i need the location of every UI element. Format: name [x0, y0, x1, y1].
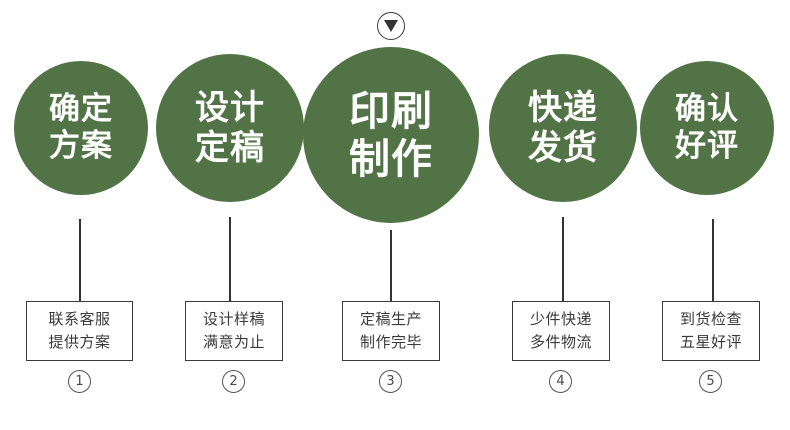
- step-number-5: 5: [699, 370, 722, 393]
- step-circle-3-line1: 印刷: [349, 86, 433, 135]
- connector-line-2: [229, 217, 231, 301]
- step-box-4-line2: 多件物流: [529, 333, 592, 351]
- step-circle-5-line1: 确认: [675, 91, 739, 128]
- step-number-2-label: 2: [229, 374, 238, 389]
- step-box-3: 定稿生产 制作完毕: [342, 301, 440, 361]
- step-box-5-line1: 到货检查: [679, 309, 742, 328]
- step-circle-5: 确认 好评: [640, 61, 774, 195]
- step-number-3: 3: [379, 370, 402, 393]
- step-circle-2: 设计 定稿: [156, 54, 304, 202]
- connector-line-3: [390, 230, 392, 301]
- step-circle-4-line1: 快递: [528, 87, 598, 128]
- step-circle-1-line2: 方案: [49, 128, 113, 164]
- step-number-1: 1: [68, 370, 91, 393]
- step-circle-1-line1: 确定: [49, 91, 113, 128]
- step-circle-3-line2: 制作: [349, 135, 433, 183]
- step-number-1-label: 1: [75, 374, 84, 389]
- step-circle-3: 印刷 制作: [303, 47, 479, 223]
- connector-line-4: [562, 217, 564, 301]
- step-circle-1: 确定 方案: [14, 61, 148, 195]
- step-number-4-label: 4: [556, 374, 565, 389]
- step-box-3-line1: 定稿生产: [359, 309, 422, 328]
- chevron-down-circle-icon: [377, 12, 405, 40]
- step-circle-5-line2: 好评: [675, 128, 739, 164]
- step-box-1-line2: 提供方案: [48, 333, 111, 351]
- step-box-4: 少件快递 多件物流: [512, 301, 610, 361]
- connector-line-1: [79, 219, 81, 301]
- step-box-2-line2: 满意为止: [202, 333, 265, 351]
- step-box-3-line2: 制作完毕: [359, 333, 422, 351]
- connector-line-5: [712, 219, 714, 301]
- step-number-5-label: 5: [706, 374, 715, 389]
- step-circle-4-line2: 发货: [528, 128, 598, 168]
- step-box-5: 到货检查 五星好评: [662, 301, 760, 361]
- step-box-2: 设计样稿 满意为止: [185, 301, 283, 361]
- step-number-3-label: 3: [386, 374, 395, 389]
- step-circle-2-line1: 设计: [195, 87, 265, 128]
- step-box-1-line1: 联系客服: [48, 309, 111, 328]
- step-box-4-line1: 少件快递: [529, 309, 592, 328]
- step-circle-4: 快递 发货: [489, 54, 637, 202]
- step-box-1: 联系客服 提供方案: [26, 301, 133, 361]
- step-number-2: 2: [222, 370, 245, 393]
- step-box-2-line1: 设计样稿: [202, 309, 265, 328]
- step-number-4: 4: [549, 370, 572, 393]
- step-box-5-line2: 五星好评: [679, 333, 742, 351]
- step-circle-2-line2: 定稿: [195, 128, 265, 168]
- down-triangle-glyph: [384, 19, 398, 32]
